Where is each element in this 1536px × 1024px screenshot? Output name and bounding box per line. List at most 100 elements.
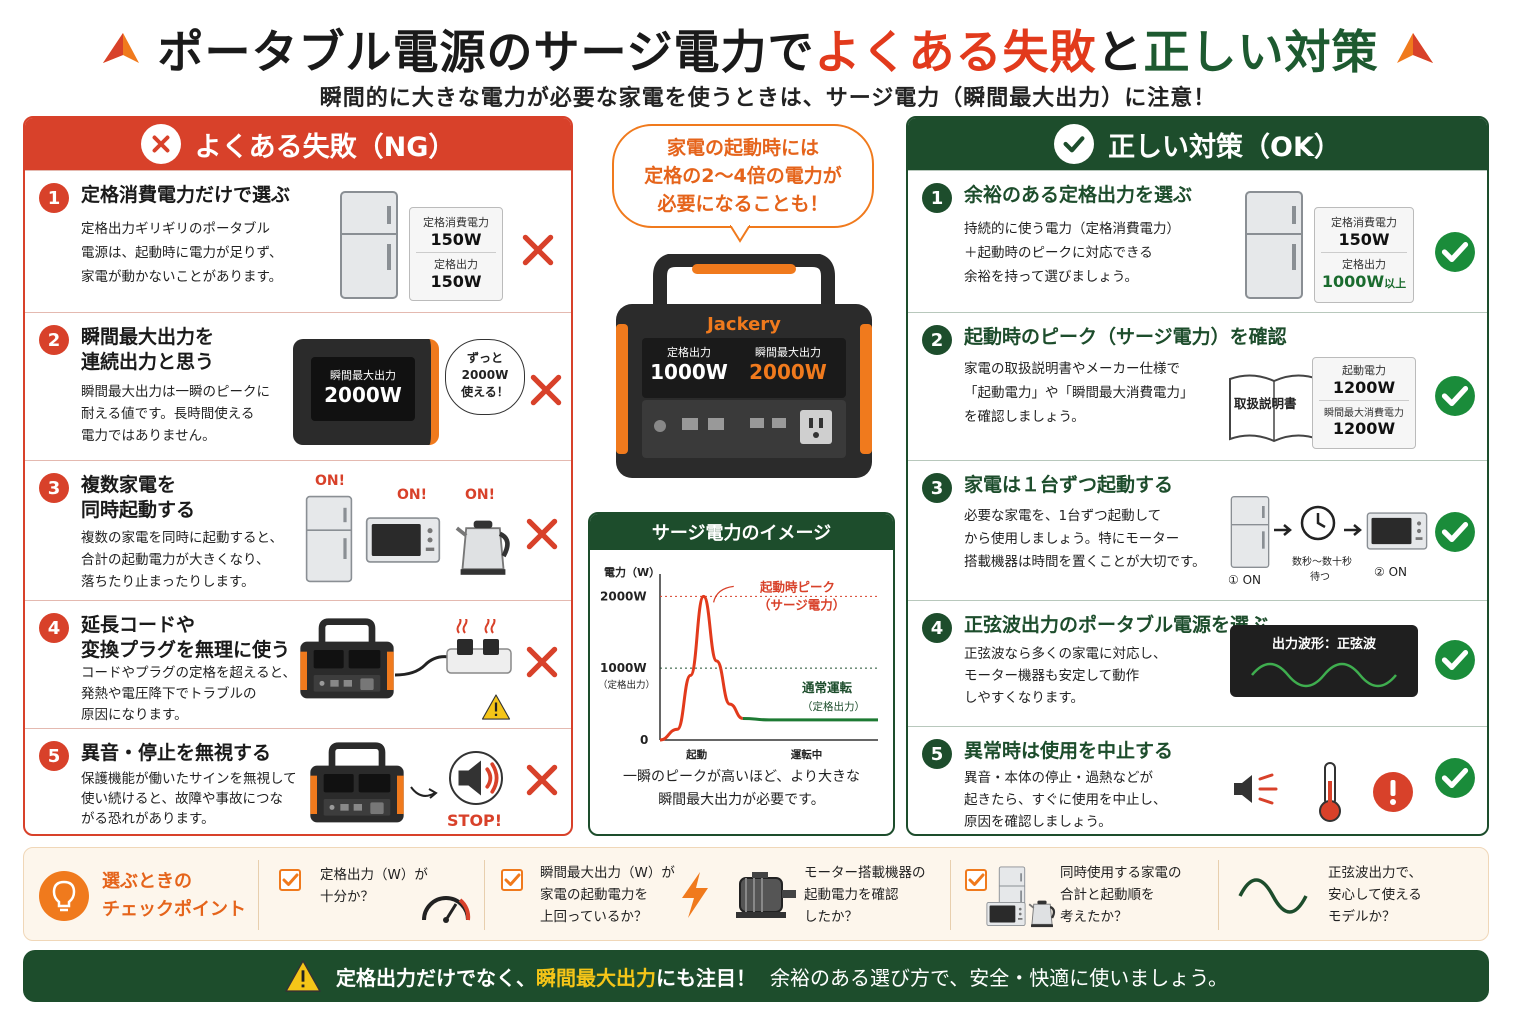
warning-icon [481, 693, 511, 721]
ok-item-4: 4 正弦波出力のポータブル電源を選ぶ 正弦波なら多くの家電に対応し、モーター機器… [908, 600, 1487, 726]
ng-item-body: 定格出力ギリギリのポータブル電源は、起動時に電力が足りず、家電が動かないことがあ… [81, 221, 283, 285]
series-line-normal [742, 716, 878, 722]
checkbox-icon [278, 868, 302, 892]
fridge-icon [339, 189, 399, 301]
ng-item-title: 延長コードや変換プラグを無理に使う [81, 614, 291, 661]
title-part2: よくある失敗 [814, 25, 1097, 79]
speaker-icon [449, 751, 503, 805]
ng-item-number: 2 [39, 325, 69, 355]
microwave-icon [365, 515, 441, 565]
banner-part1: 定格出力だけでなく、 [336, 965, 536, 990]
x-tick-label: 起動 [685, 748, 707, 761]
ok-item-body: 持続的に使う電力（定格消費電力）＋起動時のピークに対応できる余裕を持って選びまし… [964, 221, 1180, 285]
title-part4: 正しい対策 [1143, 25, 1379, 79]
y-axis-label: 電力（W） [604, 565, 660, 579]
microwave-icon [1366, 511, 1428, 551]
checkpoint-item: モーター搭載機器の起動電力を確認したか？ [804, 865, 926, 925]
ng-item-body: コードやプラグの定格を超えると、発熱や電圧降下でトラブルの原因になります。 [81, 665, 297, 723]
ng-item-number: 3 [39, 473, 69, 503]
microwave-icon [986, 900, 1026, 928]
ng-item-5: 5 異音・停止を無視する 保護機能が働いたサインを無視して使い続けると、故障や事… [25, 728, 571, 834]
ok-item-5: 5 異常時は使用を中止する 異音・本体の停止・過熱などが起きたら、すぐに使用を中… [908, 726, 1487, 834]
bubble-line: 定格の2〜4倍の電力が [644, 165, 842, 187]
ng-item-4: 4 延長コードや変換プラグを無理に使う コードやプラグの定格を超えると、発熱や電… [25, 600, 571, 728]
title-part3: と [1096, 25, 1144, 79]
clock-icon [1300, 505, 1336, 541]
ng-item-1: 1 定格消費電力だけで選ぶ 定格出力ギリギリのポータブル電源は、起動時に電力が足… [25, 170, 571, 312]
y-tick-label: 2000W [600, 589, 647, 603]
ok-heading-text: 正しい対策（OK） [1108, 131, 1341, 163]
x-mark-icon [521, 513, 563, 555]
check-badge-icon [1054, 124, 1095, 164]
y-tick-label: 0 [640, 733, 648, 747]
unit-value: 2000W [324, 383, 402, 407]
seq-on2: ② ON [1374, 565, 1407, 579]
check-mark-icon [1434, 639, 1476, 681]
ok-item-number: 2 [922, 325, 952, 355]
ok-heading: 正しい対策（OK） [908, 118, 1487, 170]
check-mark-icon [1434, 231, 1476, 273]
annotation-label: 起動時ピーク [759, 579, 835, 594]
ok-item-number: 1 [922, 183, 952, 213]
kettle-icon [1028, 896, 1056, 928]
checkpoint-title: 選ぶときのチェックポイント [102, 871, 246, 920]
bubble-line: 家電の起動時には [666, 137, 819, 159]
arrow-left-icon [103, 33, 140, 63]
y-tick-label: （定格出力） [598, 679, 655, 691]
ok-item-number: 4 [922, 613, 952, 643]
warning-icon [284, 959, 322, 993]
ok-item-title: 起動時のピーク（サージ電力）を確認 [964, 326, 1287, 348]
brand-logo: Jackery [707, 314, 781, 335]
thermometer-icon [1319, 762, 1341, 822]
annotation-label: （定格出力） [802, 700, 865, 713]
ok-item-body: 家電の取扱説明書やメーカー仕様で「起動電力」や「瞬間最大消費電力」を確認しましょ… [964, 361, 1194, 425]
lightbulb-icon [39, 871, 89, 921]
annotation-label: 通常運転 [802, 680, 853, 695]
alert-icon [1373, 772, 1413, 812]
x-tick-label: 運転中 [791, 748, 823, 761]
banner-part3: にも注目！ [656, 965, 756, 990]
ok-item-number: 5 [922, 739, 952, 769]
ng-heading: よくある失敗（NG） [25, 118, 571, 170]
check-mark-icon [1434, 511, 1476, 553]
waveform-label: 出力波形：正弦波 [1271, 637, 1376, 652]
ok-item-body: 必要な家電を、1台ずつ起動してから使用しましょう。特にモーター搭載機器は時間を置… [964, 508, 1206, 570]
sine-wave-icon [1251, 662, 1397, 688]
checkpoint-bar: 選ぶときのチェックポイント 定格出力（W）が十分か？ 瞬間最大出力（W）が家電の… [23, 847, 1489, 941]
kettle-icon [455, 511, 511, 577]
ok-item-body: 異音・本体の停止・過熱などが起きたら、すぐに使用を中止し、原因を確認しましょう。 [964, 770, 1167, 830]
checkpoint-item: 定格出力（W）が十分か？ [320, 867, 428, 905]
ok-item-title: 余裕のある定格出力を選ぶ [964, 184, 1193, 206]
ok-column: 正しい対策（OK） 1 余裕のある定格出力を選ぶ 持続的に使う電力（定格消費電力… [906, 116, 1489, 836]
x-badge-icon [140, 124, 181, 164]
ng-item-number: 4 [39, 613, 69, 643]
unit-label: 瞬間最大出力 [330, 369, 396, 382]
ng-item-body: 保護機能が働いたサインを無視して使い続けると、故障や事故につながる恐れがあります… [81, 771, 297, 827]
series-line-surge [659, 594, 744, 742]
arrow-right-icon [1344, 524, 1362, 536]
surge-chart: 電力（W）2000W1000W（定格出力）0起動時ピーク（サージ電力）通常運転（… [598, 565, 878, 761]
power-station-icon [616, 254, 872, 478]
x-mark-icon [521, 641, 563, 683]
page-title: ポータブル電源のサージ電力でよくある失敗と正しい対策 [157, 16, 1378, 82]
checkpoint-item: 瞬間最大出力（W）が家電の起動電力を上回っているか？ [540, 865, 675, 925]
ng-item-number: 5 [39, 741, 69, 771]
checkbox-icon [964, 868, 988, 892]
power-station-hero: Jackery 定格出力 1000W 瞬間最大出力 2000W [612, 254, 876, 482]
power-strip-icon [395, 619, 512, 677]
title-row: ポータブル電源のサージ電力でよくある失敗と正しい対策 [0, 14, 1536, 84]
ng-item-body: 複数の家電を同時に起動すると、合計の起動電力が大きくなり、落ちたり止まったりしま… [81, 530, 283, 590]
arrow-right-icon [1274, 524, 1292, 536]
fridge-icon [1244, 189, 1304, 301]
checkbox-icon [500, 868, 524, 892]
ok-item-body: 正弦波なら多くの家電に対応し、モーター機器も安定して動作しやすくなります。 [964, 646, 1167, 706]
ok-item-title: 家電は１台ずつ起動する [964, 474, 1174, 496]
checkpoint-item: 正弦波出力で、安心して使えるモデルか？ [1328, 865, 1422, 925]
x-mark-icon [521, 759, 563, 801]
lightning-icon [682, 872, 708, 918]
check-mark-icon [1434, 757, 1476, 799]
